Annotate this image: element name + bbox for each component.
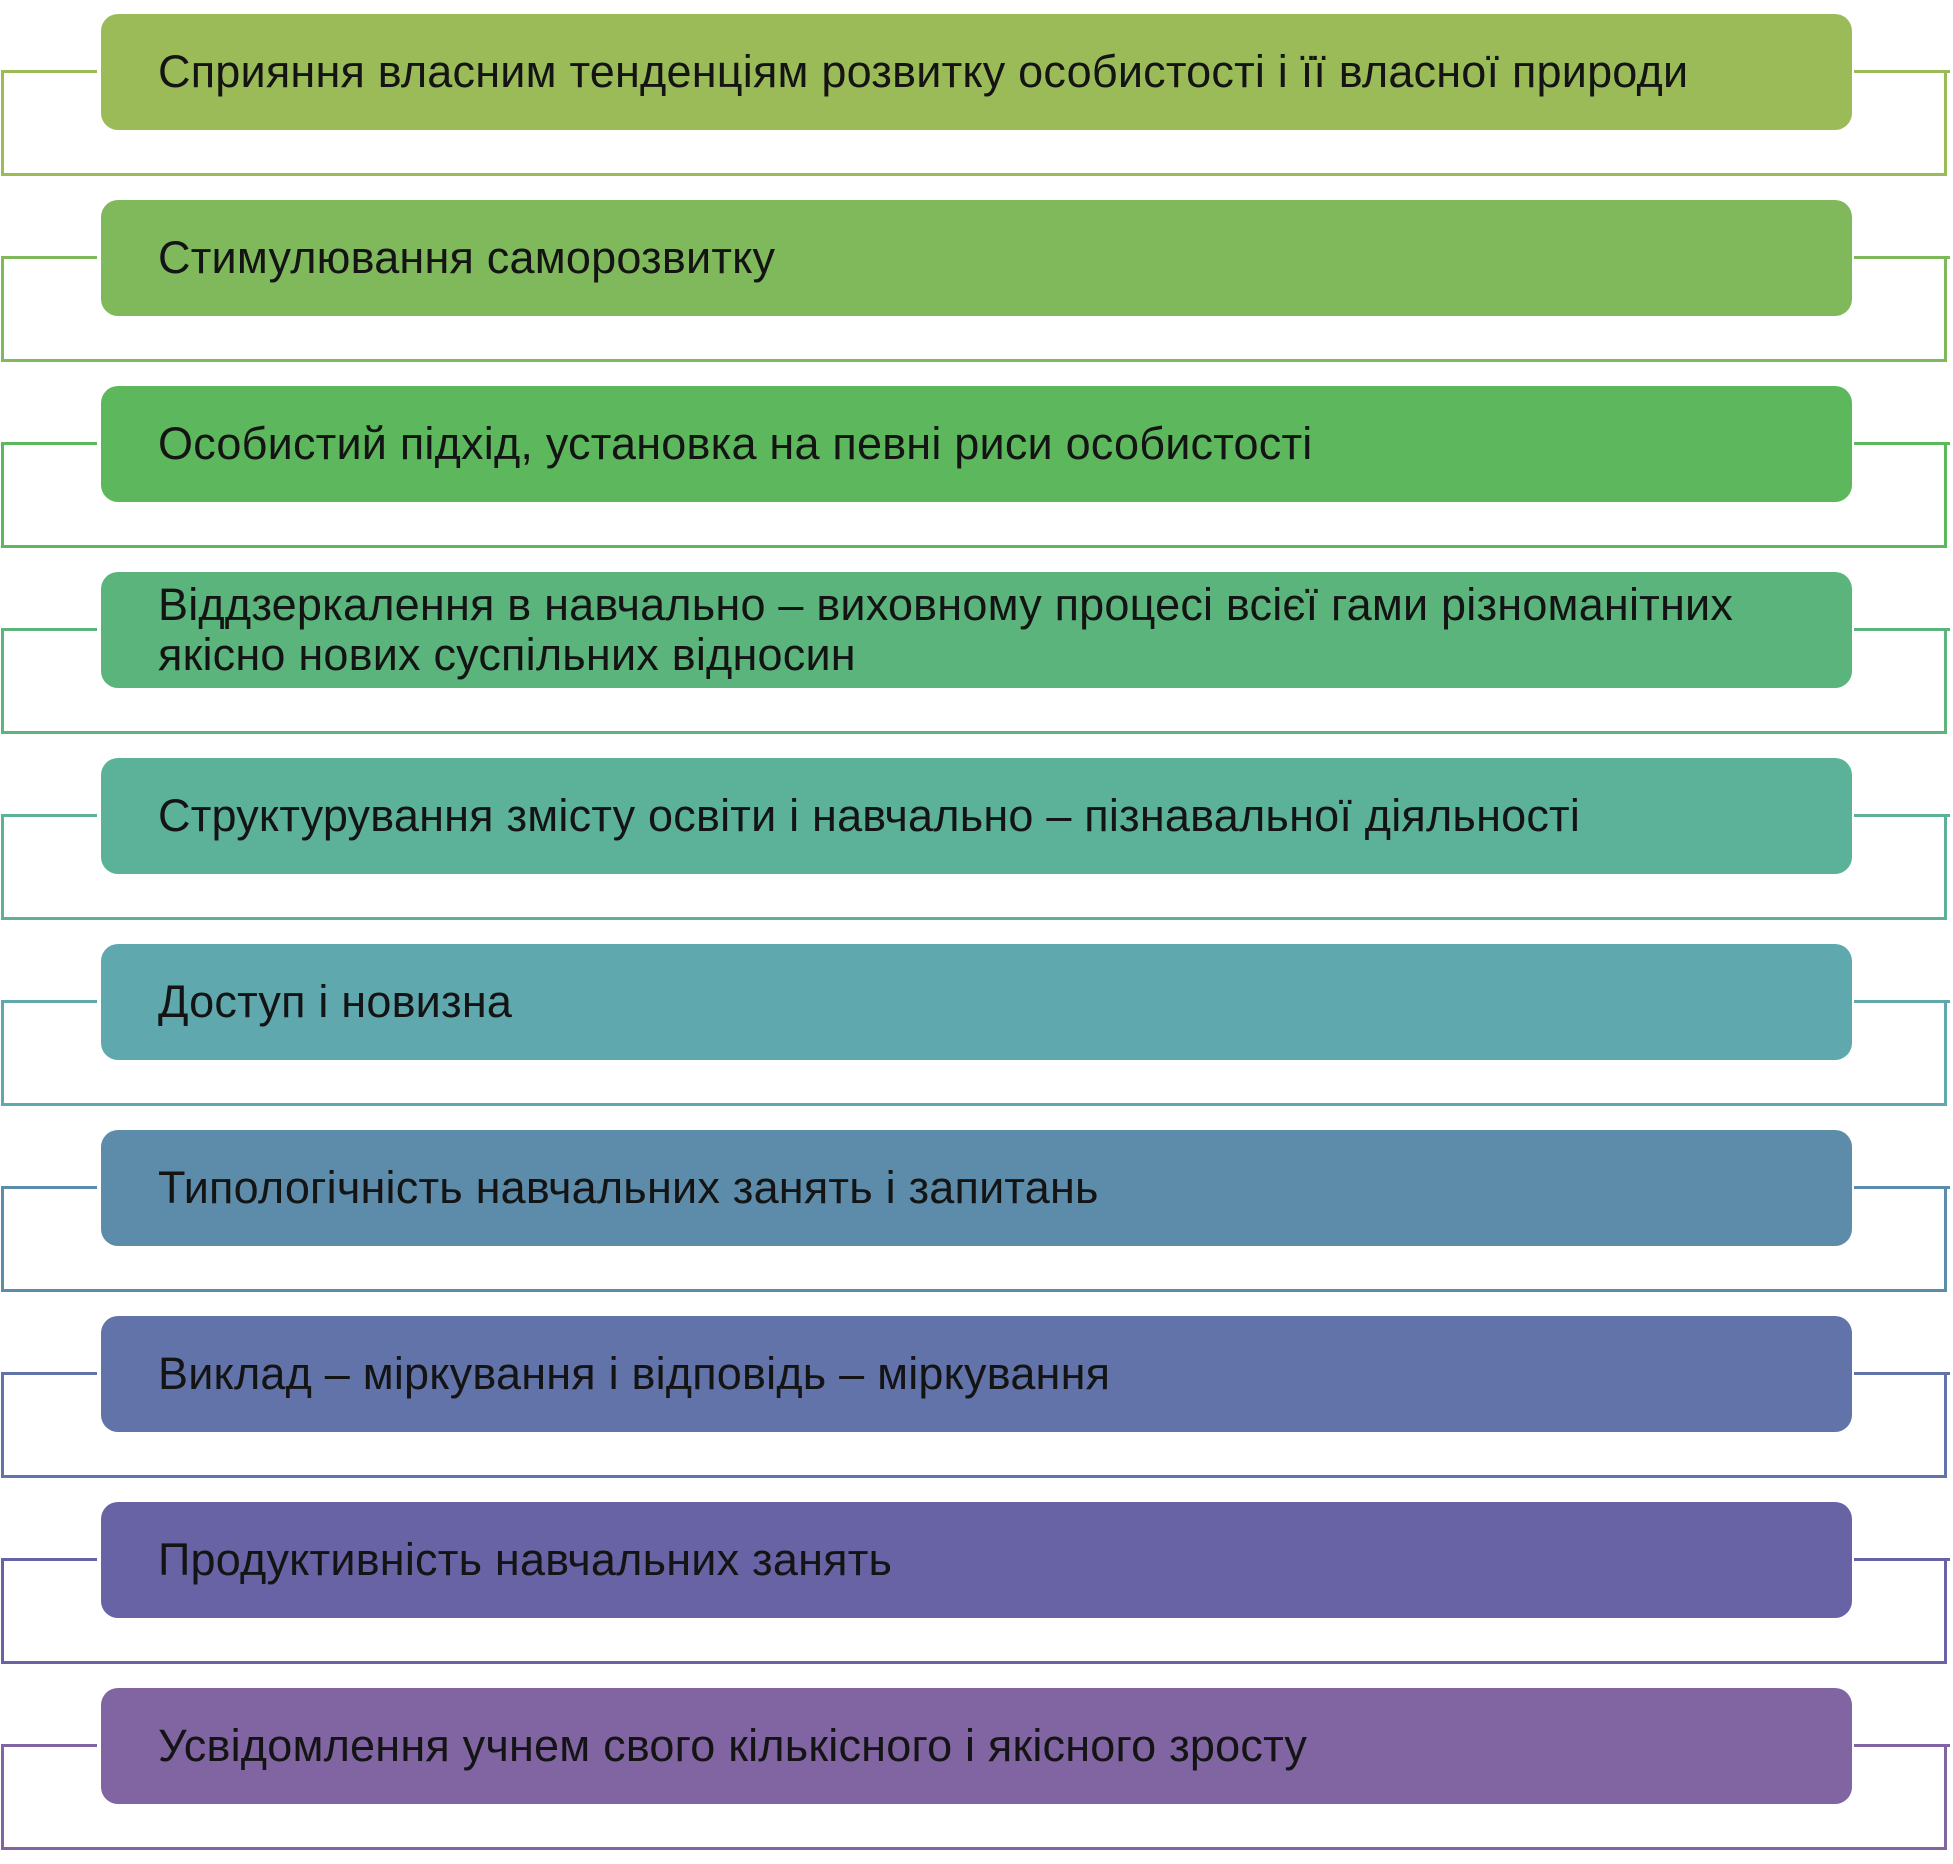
list-row: Типологічність навчальних занять і запит… xyxy=(0,1130,1953,1306)
bracket-top-right-line xyxy=(1854,442,1950,445)
list-item-text: Продуктивність навчальних занять xyxy=(158,1534,893,1585)
bracket-top-right-line xyxy=(1854,1744,1950,1747)
list-item-text: Типологічність навчальних занять і запит… xyxy=(158,1162,1099,1213)
list-item-box: Усвідомлення учнем свого кількісного і я… xyxy=(101,1688,1852,1804)
list-row: Сприяння власним тенденціям розвитку осо… xyxy=(0,14,1953,190)
bracket-top-left-line xyxy=(1,256,97,259)
list-item-text: Віддзеркалення в навчально – виховному п… xyxy=(158,579,1734,680)
row-bracket-outline xyxy=(1,1000,1947,1106)
list-item-box: Структурування змісту освіти і навчально… xyxy=(101,758,1852,874)
row-bracket-outline xyxy=(1,1744,1947,1850)
bracket-top-left-line xyxy=(1,442,97,445)
list-item-box: Продуктивність навчальних занять xyxy=(101,1502,1852,1618)
list-item-box: Сприяння власним тенденціям розвитку осо… xyxy=(101,14,1852,130)
list-row: Продуктивність навчальних занять xyxy=(0,1502,1953,1678)
list-item-box: Віддзеркалення в навчально – виховному п… xyxy=(101,572,1852,688)
list-item-box: Особистий підхід, установка на певні рис… xyxy=(101,386,1852,502)
bracket-top-left-line xyxy=(1,1000,97,1003)
list-row: Структурування змісту освіти і навчально… xyxy=(0,758,1953,934)
list-item-box: Стимулювання саморозвитку xyxy=(101,200,1852,316)
bracket-top-right-line xyxy=(1854,1186,1950,1189)
row-bracket-outline xyxy=(1,628,1947,734)
list-item-text: Усвідомлення учнем свого кількісного і я… xyxy=(158,1720,1308,1771)
bracket-top-right-line xyxy=(1854,1000,1950,1003)
list-row: Особистий підхід, установка на певні рис… xyxy=(0,386,1953,562)
list-row: Віддзеркалення в навчально – виховному п… xyxy=(0,572,1953,748)
list-item-text: Сприяння власним тенденціям розвитку осо… xyxy=(158,46,1689,97)
bracket-top-left-line xyxy=(1,1744,97,1747)
row-bracket-outline xyxy=(1,256,1947,362)
row-bracket-outline xyxy=(1,70,1947,176)
list-row: Стимулювання саморозвитку xyxy=(0,200,1953,376)
row-bracket-outline xyxy=(1,1558,1947,1664)
bracket-top-right-line xyxy=(1854,1558,1950,1561)
bracket-top-left-line xyxy=(1,70,97,73)
bracket-top-right-line xyxy=(1854,1372,1950,1375)
list-item-text: Особистий підхід, установка на певні рис… xyxy=(158,418,1313,469)
list-item-text: Доступ і новизна xyxy=(158,976,513,1027)
bracket-top-right-line xyxy=(1854,814,1950,817)
bracket-top-right-line xyxy=(1854,256,1950,259)
bracket-top-left-line xyxy=(1,1372,97,1375)
bracket-top-right-line xyxy=(1854,70,1950,73)
list-row: Виклад – міркування і відповідь – міркув… xyxy=(0,1316,1953,1492)
bracket-top-right-line xyxy=(1854,628,1950,631)
bracket-top-left-line xyxy=(1,1558,97,1561)
list-item-text: Структурування змісту освіти і навчально… xyxy=(158,790,1581,841)
bracket-top-left-line xyxy=(1,814,97,817)
list-row: Усвідомлення учнем свого кількісного і я… xyxy=(0,1688,1953,1864)
list-item-box: Виклад – міркування і відповідь – міркув… xyxy=(101,1316,1852,1432)
list-item-box: Типологічність навчальних занять і запит… xyxy=(101,1130,1852,1246)
bracket-top-left-line xyxy=(1,1186,97,1189)
bracket-top-left-line xyxy=(1,628,97,631)
list-item-box: Доступ і новизна xyxy=(101,944,1852,1060)
list-item-text: Виклад – міркування і відповідь – міркув… xyxy=(158,1348,1111,1399)
list-item-text: Стимулювання саморозвитку xyxy=(158,232,776,283)
row-bracket-outline xyxy=(1,442,1947,548)
row-bracket-outline xyxy=(1,1372,1947,1478)
row-bracket-outline xyxy=(1,1186,1947,1292)
row-bracket-outline xyxy=(1,814,1947,920)
list-row: Доступ і новизна xyxy=(0,944,1953,1120)
